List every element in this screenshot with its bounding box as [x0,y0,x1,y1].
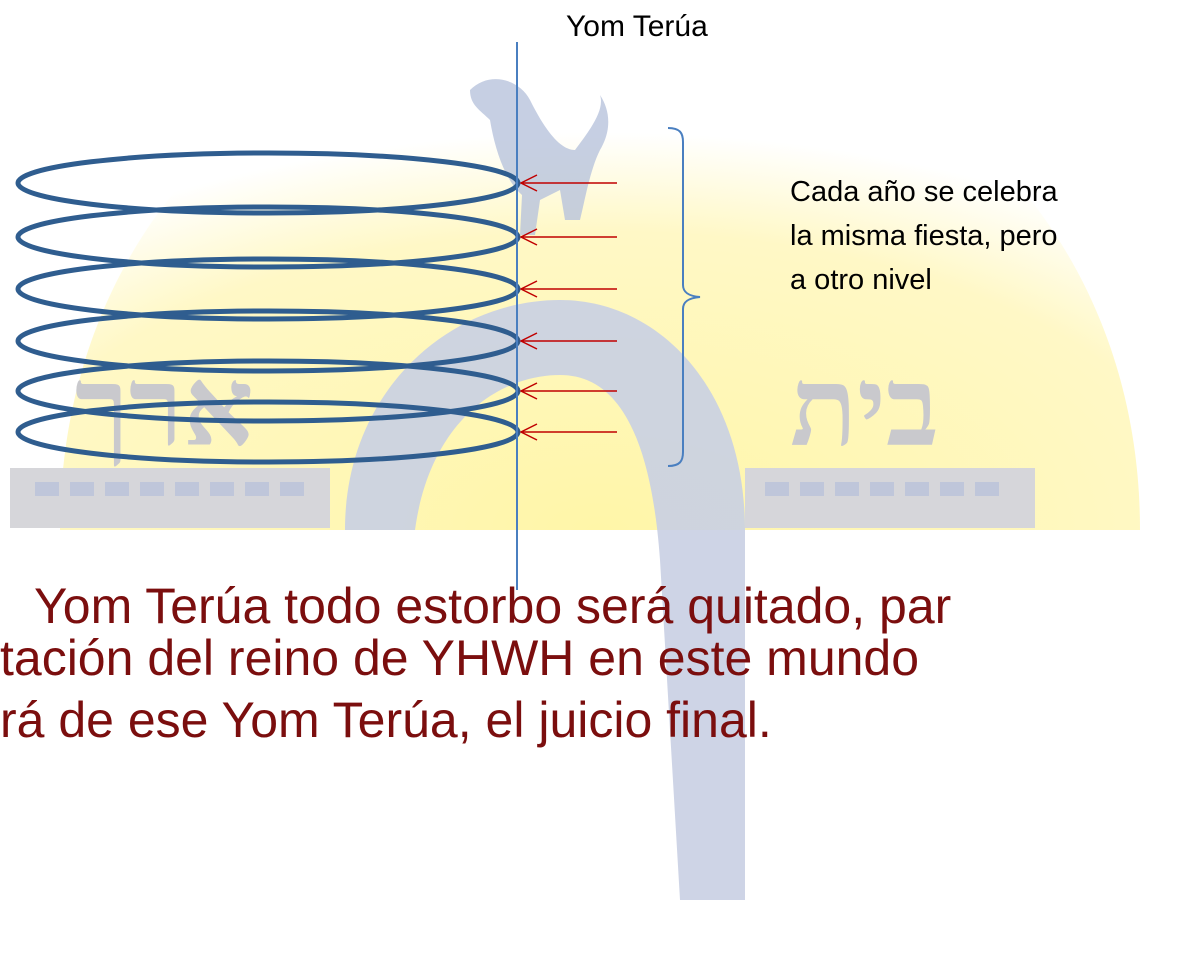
body-text: Yom Terúa todo estorbo será quitado, par… [0,576,1196,816]
body-line-1: Yom Terúa todo estorbo será quitado, par [34,578,952,634]
arrow [519,332,617,350]
body-line-2: tación del reino de YHWH en este mundo [0,630,920,686]
brace-note-line: a otro nivel [790,264,932,296]
body-line-3: rá de ese Yom Terúa, el juicio final. [0,692,772,748]
arrow [519,423,617,441]
curly-brace [667,127,701,467]
spiral-ring [15,399,521,465]
base-bar-left [10,468,330,528]
brace-note-line: la misma fiesta, pero [790,220,1058,252]
arrow [519,228,617,246]
spiral-ring [15,150,521,216]
sun-background [60,0,1140,530]
axis-label: Yom Terúa [566,10,708,43]
spiral [15,150,521,465]
brace-note-line: Cada año se celebra [790,176,1058,208]
arrows [519,174,617,441]
arrow [519,382,617,400]
base-bar-right [745,468,1035,528]
arrow [519,174,617,192]
bull-silhouette [470,79,609,235]
hebrew-right-watermark: בית [790,342,939,471]
arrow [519,280,617,298]
arc-shape [345,300,745,900]
brace-note: Cada año se celebra la misma fiesta, per… [790,170,1058,302]
